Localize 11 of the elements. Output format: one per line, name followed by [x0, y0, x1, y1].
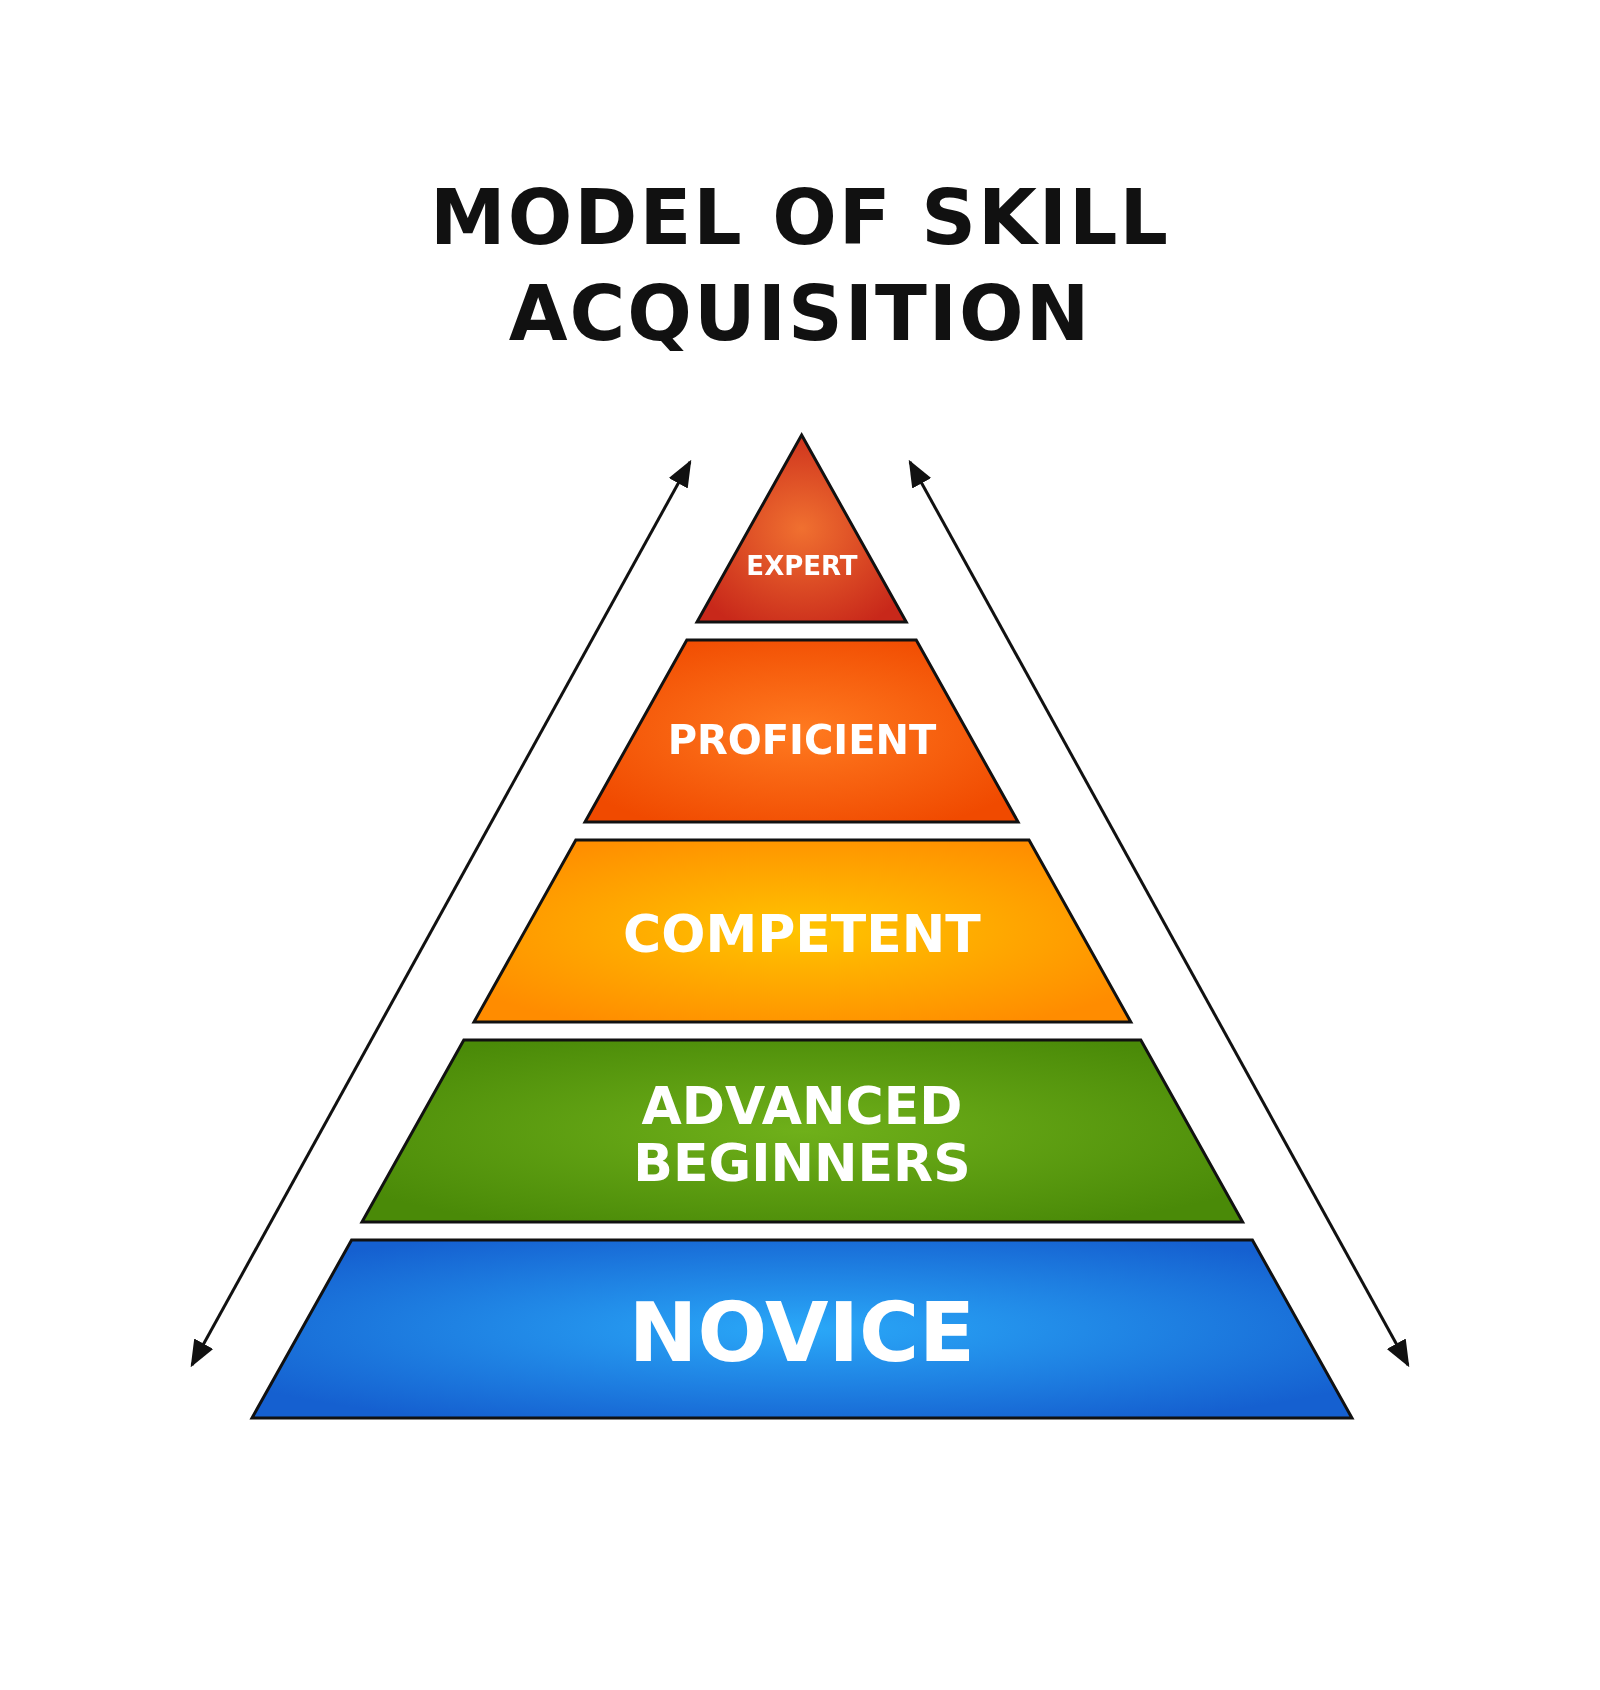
- tier-label: EXPERT: [745, 551, 859, 581]
- pyramid-tier: [252, 1240, 1352, 1418]
- pyramid-tier: [361, 1040, 1243, 1222]
- pyramid-tier: [585, 640, 1019, 822]
- pyramid-tier: [473, 840, 1131, 1022]
- tier-label: COMPETENT: [622, 906, 982, 964]
- tier-label: NOVICE: [627, 1287, 977, 1378]
- diagram-title: MODEL OF SKILL ACQUISITION: [429, 172, 1171, 360]
- pyramid-tier: [697, 435, 907, 622]
- tier-label: PROFICIENT: [666, 718, 938, 763]
- tier-label: ADVANCED BEGINNERS: [632, 1077, 972, 1192]
